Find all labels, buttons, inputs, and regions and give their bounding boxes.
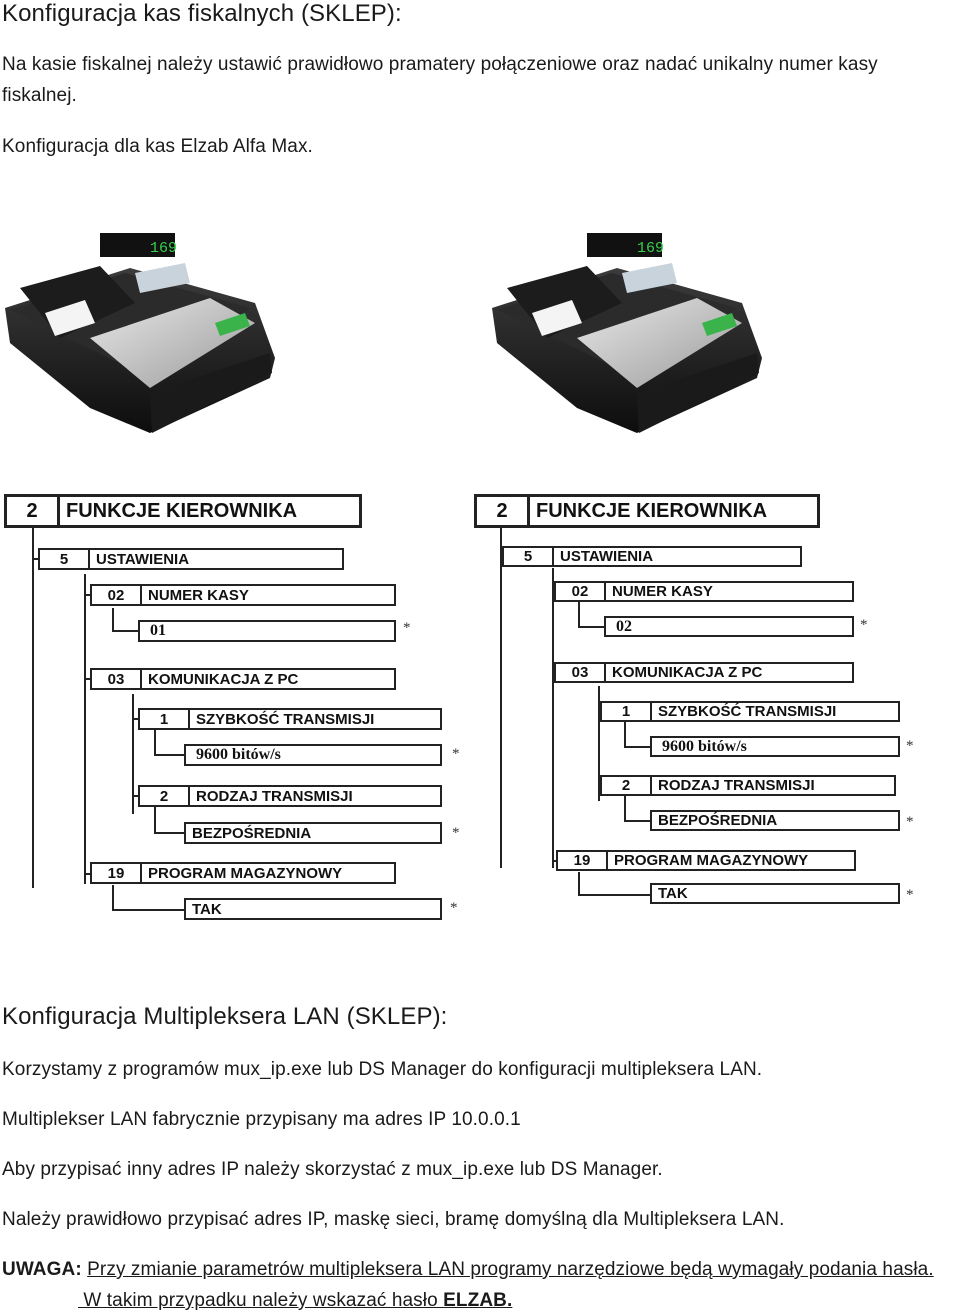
star-cash-number: * (403, 620, 411, 636)
value-cash-number: 02 (604, 616, 854, 637)
warning-period: . (506, 1290, 513, 1311)
page-title: Konfiguracja kas fiskalnych (SKLEP): (2, 0, 402, 27)
elzab-heading: Konfiguracja dla kas Elzab Alfa Max. (2, 136, 313, 157)
mux-line-2: Multiplekser LAN fabrycznie przypisany m… (2, 1109, 521, 1130)
mux-heading: Konfiguracja Multipleksera LAN (SKLEP): (2, 1003, 448, 1030)
mux-line-1: Korzystamy z programów mux_ip.exe lub DS… (2, 1059, 763, 1080)
star-transmission-type: * (452, 825, 460, 841)
warning-text: Przy zmianie parametrów multipleksera LA… (87, 1259, 934, 1280)
intro-line-1: Na kasie fiskalnej należy ustawić prawid… (2, 54, 878, 75)
value-transmission-type: BEZPOŚREDNIA (184, 822, 442, 844)
warning-line-2-text: W takim przypadku należy wskazać hasło (78, 1290, 444, 1311)
value-stock-program: TAK (650, 883, 900, 904)
value-transmission-speed: 9600 bitów/s (184, 744, 442, 766)
star-stock-program: * (450, 900, 458, 916)
cash-register-image-left: 169 (0, 228, 280, 438)
value-cash-number: 01 (138, 620, 396, 642)
warning-label: UWAGA: (2, 1259, 82, 1280)
value-transmission-speed: 9600 bitów/s (650, 736, 900, 757)
register-display-right: 169 (637, 240, 664, 257)
cash-register-image-right: 169 (487, 228, 767, 438)
intro-line-2: fiskalnej. (2, 85, 77, 106)
warning-line-2: W takim przypadku należy wskazać hasło E… (78, 1290, 512, 1312)
star-stock-program: * (906, 887, 914, 903)
register-display-left: 169 (150, 240, 177, 257)
star-transmission-speed: * (452, 746, 460, 762)
star-cash-number: * (860, 617, 868, 633)
warning-line-1: UWAGA: Przy zmianie parametrów multiplek… (2, 1259, 934, 1281)
password-value: ELZAB (443, 1290, 507, 1311)
mux-line-3: Aby przypisać inny adres IP należy skorz… (2, 1159, 663, 1180)
value-stock-program: TAK (184, 898, 442, 920)
star-transmission-type: * (906, 814, 914, 830)
star-transmission-speed: * (906, 738, 914, 754)
mux-line-4: Należy prawidłowo przypisać adres IP, ma… (2, 1209, 785, 1230)
value-transmission-type: BEZPOŚREDNIA (650, 810, 900, 831)
